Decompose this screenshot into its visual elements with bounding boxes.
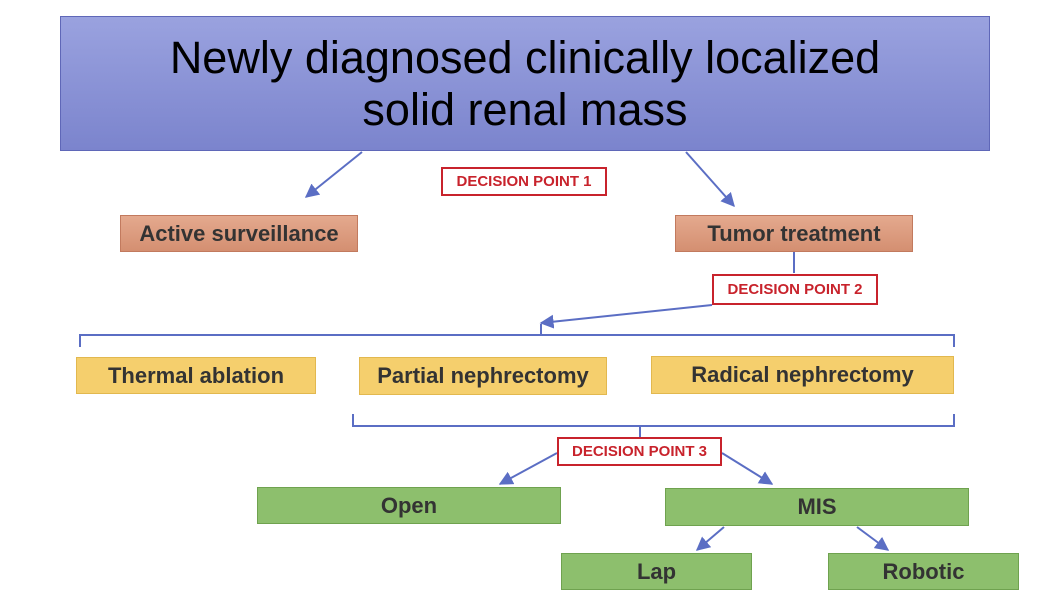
node-tumor-treatment-label: Tumor treatment xyxy=(707,220,881,246)
treatment-bracket xyxy=(79,324,955,347)
node-mis-label: MIS xyxy=(797,494,837,519)
node-tumor-treatment: Tumor treatment xyxy=(675,215,913,252)
node-active-surveillance: Active surveillance xyxy=(120,215,358,252)
nephrectomy-bracket xyxy=(352,414,955,438)
node-mis: MIS xyxy=(665,488,969,526)
arrow-mis-to-robotic xyxy=(856,526,890,551)
node-robotic-label: Robotic xyxy=(882,558,965,584)
node-partial-nephrectomy: Partial nephrectomy xyxy=(359,357,607,395)
node-open-label: Open xyxy=(380,492,438,518)
node-robotic: Robotic xyxy=(828,553,1019,590)
decision-point-1: DECISION POINT 1 xyxy=(441,167,607,196)
node-radical-nephrectomy: Radical nephrectomy xyxy=(651,356,954,394)
arrow-dp3-to-mis xyxy=(721,452,774,485)
title-text: Newly diagnosed clinically localized sol… xyxy=(169,31,881,135)
title-box: Newly diagnosed clinically localized sol… xyxy=(60,16,990,151)
decision-point-2: DECISION POINT 2 xyxy=(712,274,878,305)
node-partial-nephrectomy-label: Partial nephrectomy xyxy=(377,363,589,388)
node-radical-nephrectomy-label: Radical nephrectomy xyxy=(691,362,914,387)
node-lap-label: Lap xyxy=(636,558,677,584)
node-thermal-ablation-label: Thermal ablation xyxy=(107,362,285,388)
arrow-to-active-surveillance xyxy=(304,151,363,198)
arrow-dp3-to-open xyxy=(498,452,558,485)
arrow-to-tumor-treatment xyxy=(685,151,735,208)
node-active-surveillance-label: Active surveillance xyxy=(139,220,339,246)
decision-point-3: DECISION POINT 3 xyxy=(557,437,722,466)
node-open: Open xyxy=(257,487,561,524)
arrow-mis-to-lap xyxy=(695,526,725,551)
node-lap: Lap xyxy=(561,553,752,590)
arrow-dp2-to-bracket xyxy=(539,304,713,329)
node-thermal-ablation: Thermal ablation xyxy=(76,357,316,394)
